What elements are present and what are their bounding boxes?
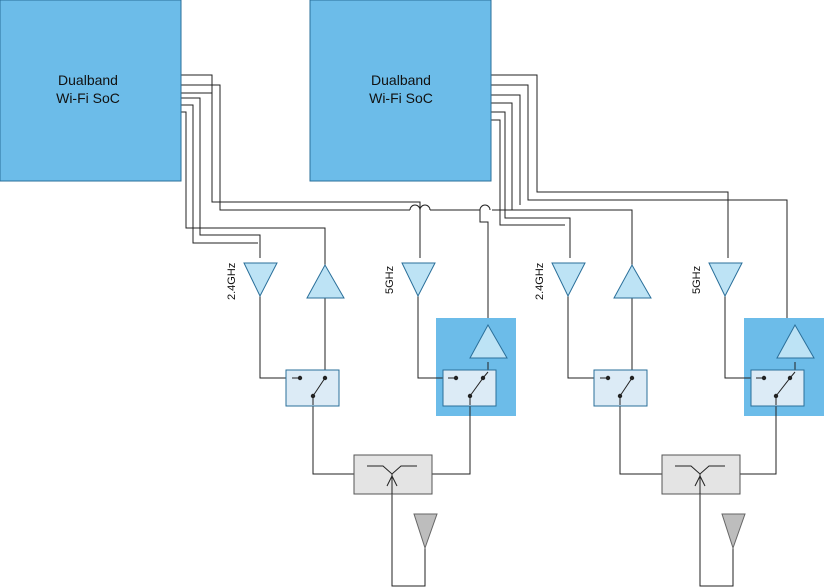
band-label-3: 2.4GHz (534, 263, 546, 300)
diplexer-2 (661, 454, 741, 495)
switch-4 (750, 369, 805, 407)
antenna-icon (413, 513, 438, 550)
pa-5ghz-1 (469, 323, 508, 359)
pa-2ghz-1 (306, 263, 345, 299)
soc-1-label-line1: Dualband (58, 72, 118, 88)
soc-2-label-line1: Dualband (371, 72, 431, 88)
pa-5ghz-2 (776, 323, 815, 359)
lna-5ghz-1 (401, 262, 436, 298)
wiring (181, 74, 796, 587)
soc-1-label-line2: Wi-Fi SoC (56, 90, 120, 106)
wire-crossovers (409, 204, 491, 211)
switch-1 (285, 369, 340, 407)
lna-2ghz-1 (243, 262, 278, 298)
band-label-1: 2.4GHz (226, 263, 238, 300)
band-label-4: 5GHz (691, 266, 703, 294)
soc-2-label-line2: Wi-Fi SoC (369, 90, 433, 106)
amplifiers (243, 262, 815, 359)
pa-2ghz-2 (613, 263, 652, 299)
soc-block-2: Dualband Wi-Fi SoC (309, 0, 492, 182)
soc-block-1: Dualband Wi-Fi SoC (0, 0, 182, 182)
switch-3 (593, 369, 648, 407)
antenna-icon (721, 513, 746, 550)
switch-2 (442, 369, 497, 407)
lna-5ghz-2 (708, 262, 743, 298)
band-label-2: 5GHz (384, 266, 396, 294)
lna-2ghz-2 (551, 262, 586, 298)
diplexer-1 (353, 454, 433, 495)
